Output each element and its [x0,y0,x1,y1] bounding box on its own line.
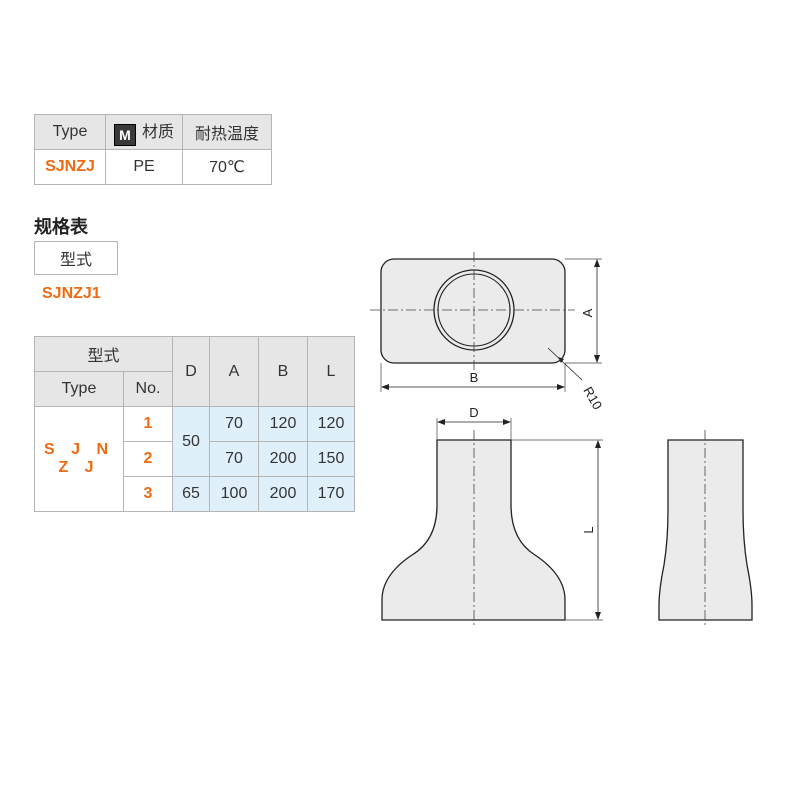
cell-b: 200 [258,441,308,477]
cell-a: 100 [209,476,259,512]
top-view: A B R10 [370,252,605,412]
material-m-icon: M [113,124,136,146]
dim-r-leader [547,347,583,381]
dim-r-label: R10 [580,384,605,412]
material-cell: PE [105,149,183,185]
group-header: 型式 [34,336,173,372]
dim-l-label: L [581,526,596,533]
heat-cell: 70℃ [182,149,272,185]
type-label-box: 型式 [34,241,118,275]
dim-a-label: A [580,308,595,317]
cell-l: 170 [307,476,355,512]
cell-b: 120 [258,406,308,442]
type-value: S J N Z J [34,406,124,512]
cell-d: 65 [172,476,210,512]
col-header-a: A [209,336,259,407]
type-header: Type [34,371,124,407]
material-header-label: 材质 [141,124,174,141]
cell-b: 200 [258,476,308,512]
col-header-l: L [307,336,355,407]
type-header: Type [34,114,106,150]
dim-b-label: B [470,370,479,385]
side-view-body [658,439,753,621]
cell-a: 70 [209,406,259,442]
heat-header: 耐热温度 [182,114,272,150]
col-header-b: B [258,336,308,407]
spec-table: 型式 D A B L Type No. S J N Z J 1 50 70 12… [34,336,355,512]
spec-title: 规格表 [34,217,88,237]
dim-d-label: D [469,405,478,420]
type-cell: SJNZJ [34,149,106,185]
cell-a: 70 [209,441,259,477]
material-table: Type M 材质 耐热温度 SJNZJ PE 70℃ [34,114,272,185]
no-header: No. [123,371,173,407]
cell-l: 120 [307,406,355,442]
side-view [658,430,753,628]
type-code: SJNZJ1 [42,285,101,302]
front-view-body [381,439,566,621]
front-view: D L [381,405,603,628]
